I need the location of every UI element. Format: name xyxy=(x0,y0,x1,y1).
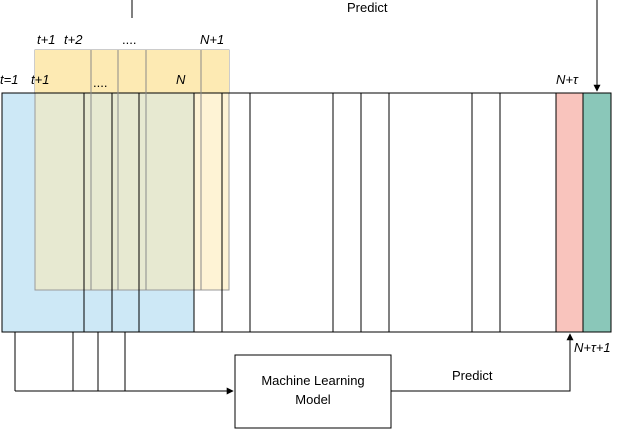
input-lines xyxy=(14,332,126,391)
label-t-plus-1-w1: t+1 xyxy=(31,72,49,87)
target-cell xyxy=(556,93,583,332)
label-dots-w2: .... xyxy=(122,32,136,47)
model-label-line1: Machine Learning xyxy=(261,373,364,388)
label-t-plus-2-w2: t+2 xyxy=(64,32,83,47)
bottom-predict-arrow xyxy=(391,333,574,392)
label-n-plus-tau-plus-1: N+τ+1 xyxy=(574,340,611,355)
label-t1: t=1 xyxy=(0,72,18,87)
predicted-cell xyxy=(583,93,611,332)
series-column-dividers xyxy=(83,93,584,332)
predict-top-label: Predict xyxy=(347,0,388,15)
label-n-w1: N xyxy=(176,72,186,87)
model-label-line2: Model xyxy=(295,392,331,407)
label-n-plus-tau: N+τ xyxy=(556,72,579,87)
label-dots-w1: .... xyxy=(93,75,107,90)
machine-learning-model-box xyxy=(234,354,392,429)
time-series-strip xyxy=(1,92,612,333)
window-2-dividers xyxy=(90,50,202,290)
label-t-plus-1-w2: t+1 xyxy=(37,32,55,47)
predict-bottom-label: Predict xyxy=(452,368,493,383)
label-n-plus-1-w2: N+1 xyxy=(200,32,224,47)
training-window-2-header xyxy=(35,50,229,93)
